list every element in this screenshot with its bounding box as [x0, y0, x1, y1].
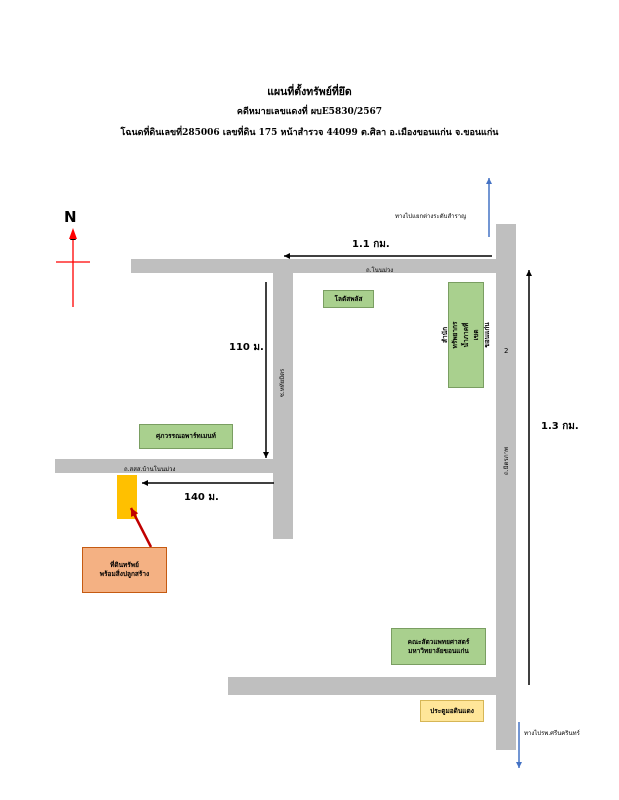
landmark-gate: ประตูมอดินแดง — [420, 700, 484, 722]
distance-label-left-vertical: 110 ม. — [229, 342, 264, 353]
property-label-line1: ที่ดินทรัพย์ — [110, 561, 139, 570]
road-bottom — [228, 677, 516, 695]
north-label: N — [64, 208, 77, 226]
landmark-regional-office: สำนักทรัพยากรน้ำภาคที่ เขตขอนแก่น — [441, 282, 491, 388]
road-label-left: ถ.สสส.บ้านโนนม่วง — [124, 466, 176, 473]
road-top — [131, 259, 496, 273]
road-number: 2 — [504, 347, 509, 355]
road-label-top: ถ.โนนม่วง — [366, 267, 394, 274]
road-label-right-vertical: ถ.มิตรภาพ — [503, 447, 510, 475]
map-title: แผนที่ตั้งทรัพย์ที่ยึด — [267, 86, 352, 98]
property-label: ที่ดินทรัพย์ พร้อมสิ่งปลูกสร้าง — [82, 547, 167, 593]
case-number: คดีหมายเลขแดงที่ ผบE5830/2567 — [236, 107, 383, 117]
road-label-left-vertical: ซ.หทัยมิตร — [278, 368, 286, 398]
deed-details: โฉนดที่ดินเลขที่285006 เลขที่ดิน 175 หน้… — [120, 128, 499, 138]
property-label-line2: พร้อมสิ่งปลูกสร้าง — [99, 570, 150, 578]
road-right-vertical — [496, 224, 516, 750]
landmark-lotus: โลตัสพลัส — [323, 290, 374, 308]
property-pointer-arrow — [129, 507, 153, 548]
road-left-vertical — [273, 259, 293, 539]
direction-label-top: ทางไปแยกต่างระดับสำราญ — [395, 213, 467, 220]
direction-label-bottom: ทางไปรพ.ศรีนครินทร์ — [524, 730, 580, 737]
north-arrow-head — [69, 228, 77, 239]
distance-label-top: 1.1 กม. — [352, 239, 390, 250]
landmark-apartment: ศุภวรรณอพาร์ทเมนท์ — [139, 424, 233, 449]
distance-label-right: 1.3 กม. — [541, 421, 579, 432]
road-left — [55, 459, 293, 473]
landmark-vet-faculty: คณะสัตวแพทยศาสตร์ มหาวิทยาลัยขอนแก่น — [391, 628, 486, 665]
distance-label-bottom-left: 140 ม. — [184, 492, 219, 503]
